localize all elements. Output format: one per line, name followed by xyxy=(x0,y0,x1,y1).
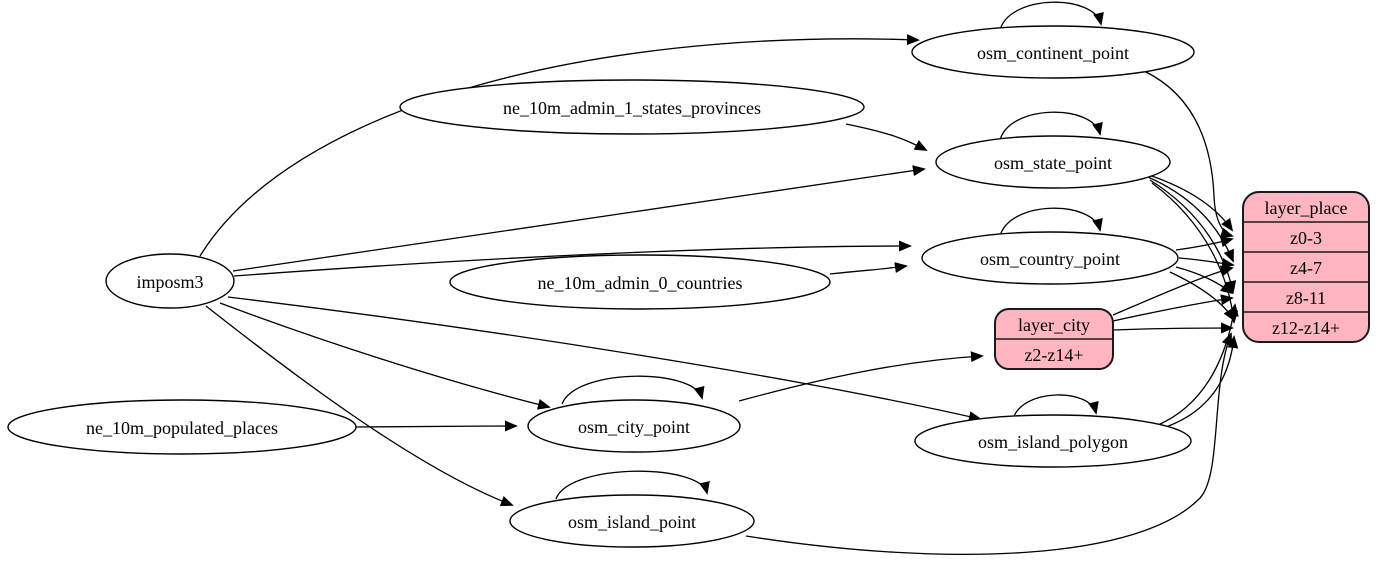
osm_state_point-self-loop-edge xyxy=(999,111,1103,141)
node-osm_island_point xyxy=(509,494,755,548)
osm_island_point-self-loop-edge xyxy=(555,470,710,500)
edge-osm_country_point-to-layer_place-z4-7 xyxy=(1178,257,1235,269)
node-ne_10m_admin_1_states_provinces xyxy=(399,79,865,135)
osm_state_point-label: osm_state_point xyxy=(994,153,1112,173)
osm_country_point-label: osm_country_point xyxy=(980,249,1120,269)
osm_island_polygon-label: osm_island_polygon xyxy=(977,432,1129,452)
node-osm_city_point xyxy=(527,399,741,453)
osm_country_point-self-loop-edge xyxy=(999,207,1103,237)
ne_10m_populated_places-label: ne_10m_populated_places xyxy=(86,418,278,438)
layer_place-title: layer_place xyxy=(1264,198,1348,218)
record-layer_city xyxy=(994,308,1114,370)
layer_city-row-z2-z14: z2-z14+ xyxy=(1024,345,1084,365)
osm_continent_point-ellipse xyxy=(911,25,1195,79)
node-osm_island_polygon xyxy=(914,414,1192,468)
edge-osm_island_polygon-to-layer_place-z12-z14 xyxy=(1162,335,1239,429)
edge-osm_state_point-to-layer_place-z0-3 xyxy=(1145,173,1234,232)
node-osm_continent_point xyxy=(911,25,1195,79)
layer_place-row-z8-11: z8-11 xyxy=(1285,288,1327,308)
layer_place-row-z0-3: z0-3 xyxy=(1290,228,1322,248)
imposm3-label: imposm3 xyxy=(136,272,204,292)
edge-imposm3-to-osm_island_point xyxy=(205,305,514,507)
osm_continent_point-label: osm_continent_point xyxy=(977,43,1129,63)
layer_place-row-z4-7: z4-7 xyxy=(1290,258,1322,278)
edge-layer_city-to-layer_place-z8-11 xyxy=(1112,294,1234,322)
edge-imposm3-to-osm_state_point xyxy=(232,165,926,272)
edge-osm_country_point-to-layer_place-z0-3 xyxy=(1175,236,1234,251)
edge-osm_state_point-to-layer_place-z4-7 xyxy=(1147,176,1234,263)
self-loop-group xyxy=(555,1,1104,500)
osm_city_point-self-loop-edge xyxy=(561,375,705,405)
osm_island_polygon-ellipse xyxy=(914,414,1192,468)
edge-osm_island_point-to-layer_place-z12-z14 xyxy=(745,332,1233,556)
edge-group xyxy=(199,34,1239,556)
osm_island_point-label: osm_island_point xyxy=(567,512,697,532)
osm_city_point-label: osm_city_point xyxy=(578,417,690,437)
osm_city_point-ellipse xyxy=(527,399,741,453)
layer_place-row-z12-z14: z12-z14+ xyxy=(1271,318,1341,338)
edge-osm_island_polygon-to-layer_place-z8-11 xyxy=(1157,303,1239,426)
ne_10m_admin_0_countries-ellipse xyxy=(449,254,831,310)
node-osm_state_point xyxy=(935,135,1171,189)
ne_10m_admin_1_states_provinces-ellipse xyxy=(399,79,865,135)
edge-osm_country_point-to-layer_place-z8-11 xyxy=(1175,266,1234,295)
edge-layer_city-to-layer_place-z4-7 xyxy=(1112,265,1234,316)
edge-layer_city-to-layer_place-z12-z14 xyxy=(1112,322,1234,334)
osm_continent_point-self-loop-edge xyxy=(999,1,1104,31)
layer_place-box xyxy=(1242,191,1370,343)
ne_10m_admin_1_states_provinces-label: ne_10m_admin_1_states_provinces xyxy=(503,98,761,118)
node-imposm3 xyxy=(105,253,235,309)
edge-imposm3-to-osm_country_point xyxy=(233,240,912,277)
edge-ne_10m_admin_1_states_provinces-to-osm_state_point xyxy=(845,123,928,151)
node-ne_10m_populated_places xyxy=(7,399,357,455)
edge-ne_10m_admin_0_countries-to-osm_country_point xyxy=(829,262,908,275)
layer_city-title: layer_city xyxy=(1018,315,1090,335)
osm_country_point-ellipse xyxy=(921,231,1179,285)
ne_10m_admin_0_countries-label: ne_10m_admin_0_countries xyxy=(537,273,743,293)
osm_island_polygon-self-loop-edge xyxy=(1012,394,1099,420)
ne_10m_populated_places-ellipse xyxy=(7,399,357,455)
osm_state_point-ellipse xyxy=(935,135,1171,189)
edge-osm_state_point-to-layer_place-z8-11 xyxy=(1149,179,1237,294)
osm_island_point-ellipse xyxy=(509,494,755,548)
edge-imposm3-to-osm_city_point xyxy=(219,302,551,410)
record-layer_place xyxy=(1242,191,1370,343)
imposm3-ellipse xyxy=(105,253,235,309)
edge-ne_10m_populated_places-to-osm_city_point xyxy=(355,420,518,432)
node-ne_10m_admin_0_countries xyxy=(449,254,831,310)
edge-osm_city_point-to-layer_city xyxy=(738,351,984,402)
edge-imposm3-to-osm_island_polygon xyxy=(227,296,982,422)
node-osm_country_point xyxy=(921,231,1179,285)
